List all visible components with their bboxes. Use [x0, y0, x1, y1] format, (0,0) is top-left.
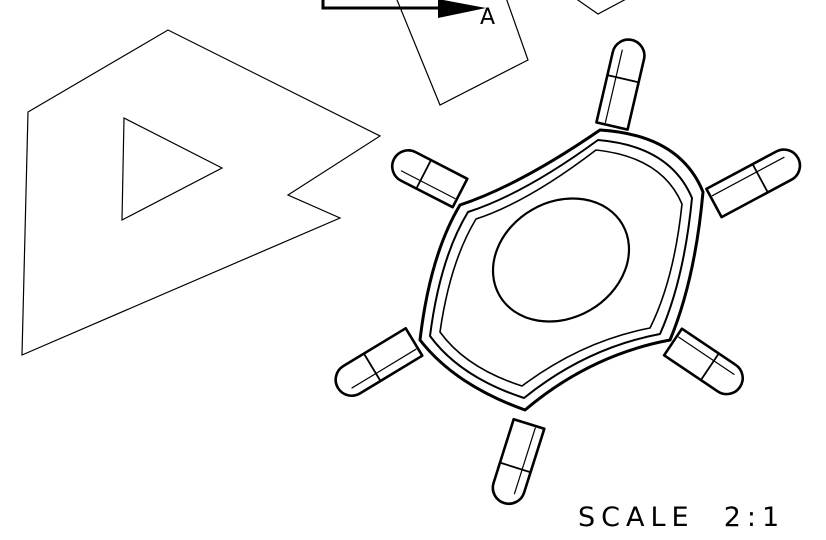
hub-arm-right — [705, 148, 802, 219]
hub-arm-seam — [700, 352, 720, 381]
hub-arm-edge — [400, 170, 456, 200]
hub-arm-edge — [678, 336, 735, 375]
hub-arm-lower-right — [662, 327, 744, 396]
hub-arm-outline — [390, 149, 469, 209]
hub-arm-seam — [606, 74, 640, 84]
center-bore — [491, 197, 631, 323]
hub-body-inner-rim — [439, 149, 683, 387]
hub-arm-upper-left — [390, 149, 469, 209]
hub-arm-left — [334, 327, 424, 398]
hub-arm-top — [595, 38, 646, 131]
section-plane-outline — [396, 0, 529, 106]
hub-body-chamfer-edge — [429, 139, 693, 399]
hub-arm-edge — [711, 156, 785, 197]
hub-arm-outline — [595, 38, 646, 131]
hub-arm-outline — [334, 327, 424, 398]
hub-arm-seam — [751, 163, 769, 194]
hub-arm-outline — [705, 148, 802, 219]
view-arrow-line — [321, 0, 448, 10]
section-plane-edge-right — [576, 0, 626, 15]
hub-arm-edge — [351, 348, 417, 389]
hub-arm-seam — [415, 159, 432, 190]
section-plane — [396, 0, 626, 106]
hub-arm-seam — [363, 352, 382, 382]
hub-arm-seam — [499, 461, 532, 474]
hub-part — [334, 38, 802, 505]
hub-arm-edge — [604, 49, 623, 124]
letter-inner-counter — [121, 117, 224, 221]
scale-note: SCALE 2:1 — [578, 502, 786, 533]
hub-arms — [334, 38, 802, 505]
section-letter-outline — [21, 29, 382, 356]
view-label: A — [480, 5, 495, 30]
letter-outer-contour — [21, 29, 382, 356]
view-arrow: A — [321, 0, 495, 30]
hub-arm-bottom — [491, 417, 546, 505]
view-arrowhead — [438, 0, 486, 18]
hub-arm-outline — [491, 417, 546, 505]
hub-arm-edge — [513, 427, 536, 495]
hub-arm-outline — [662, 327, 744, 396]
